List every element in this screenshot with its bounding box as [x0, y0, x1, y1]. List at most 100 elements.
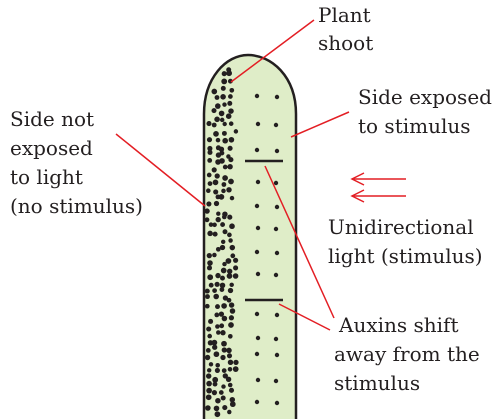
auxin-dot	[229, 88, 234, 93]
auxin-dot	[275, 313, 279, 317]
label-auxins-line-2: away from the	[334, 342, 480, 366]
auxin-dot	[214, 201, 219, 206]
auxin-dot	[205, 289, 210, 294]
auxin-dot	[229, 388, 234, 393]
auxin-dot	[220, 245, 225, 250]
auxin-dot	[207, 274, 213, 280]
auxin-dot	[206, 201, 211, 206]
auxin-dot	[207, 253, 212, 258]
auxin-dot	[206, 373, 211, 378]
auxin-dot	[228, 108, 234, 114]
auxin-dot	[228, 157, 233, 162]
auxin-dot	[228, 322, 234, 328]
auxin-dot	[207, 158, 212, 163]
auxin-dot	[228, 179, 234, 185]
auxin-dot	[207, 150, 212, 155]
auxin-dot	[213, 180, 219, 186]
auxin-dot	[234, 129, 238, 133]
auxin-dot	[229, 223, 235, 229]
auxin-dot	[230, 196, 234, 200]
label-plant-shoot-line-1: Plant	[318, 3, 371, 27]
auxin-dot	[211, 89, 217, 95]
auxin-dot	[207, 231, 213, 237]
auxin-dot	[221, 240, 225, 244]
auxin-dot	[214, 351, 220, 357]
auxin-dot	[230, 308, 236, 314]
auxin-dot	[256, 180, 260, 184]
auxin-dot	[219, 323, 224, 328]
auxin-dot	[228, 360, 233, 365]
auxin-dot	[255, 250, 259, 254]
label-auxins-line-3: stimulus	[334, 371, 420, 395]
auxin-dot	[212, 345, 217, 350]
auxin-dot	[227, 164, 232, 169]
auxin-dot	[228, 383, 233, 388]
label-plant-shoot-line-2: shoot	[318, 31, 373, 55]
auxin-dot	[207, 137, 212, 142]
auxin-dot	[275, 251, 279, 255]
label-side-exposed-line-1: Side exposed	[358, 85, 492, 109]
auxin-dot	[274, 181, 278, 185]
auxin-dot	[204, 208, 209, 213]
auxin-dot	[211, 108, 216, 113]
auxin-dot	[228, 238, 232, 242]
auxin-dot	[228, 146, 233, 151]
auxin-dot	[227, 410, 231, 414]
auxin-dot	[222, 131, 227, 136]
light-arrows	[352, 173, 406, 202]
auxin-dot	[226, 113, 232, 119]
auxin-dot	[274, 123, 278, 127]
auxin-dot	[215, 368, 220, 373]
auxin-dot	[228, 288, 233, 293]
auxin-dot	[221, 79, 227, 85]
auxin-dot	[255, 204, 259, 208]
auxin-dot	[221, 86, 226, 91]
auxin-dot	[275, 149, 279, 153]
auxin-dot	[226, 377, 231, 382]
label-side-not-exposed-line-4: (no stimulus)	[10, 194, 143, 218]
auxin-dot	[255, 400, 259, 404]
auxin-dot	[215, 273, 220, 278]
auxin-dot	[208, 319, 213, 324]
label-side-exposed-line-2: to stimulus	[358, 114, 471, 138]
auxin-dot	[219, 311, 224, 316]
plant-shoot	[204, 55, 296, 419]
auxin-dot	[256, 272, 260, 276]
auxin-dot	[255, 94, 259, 98]
auxin-dot	[222, 71, 227, 76]
auxin-dot	[223, 165, 228, 170]
auxin-dot	[222, 347, 227, 352]
auxin-dot	[205, 355, 210, 360]
auxin-dot	[214, 116, 220, 122]
auxin-dot	[226, 70, 232, 76]
auxin-dot	[222, 316, 228, 322]
auxin-dot	[233, 258, 238, 263]
label-auxins-line-1: Auxins shift	[338, 313, 458, 337]
auxin-dot	[206, 348, 211, 353]
auxin-dot	[256, 336, 260, 340]
auxin-dot	[215, 324, 220, 329]
auxin-dot	[216, 330, 221, 335]
auxin-dot	[216, 212, 220, 216]
auxin-dot	[213, 294, 219, 300]
auxin-dot	[215, 363, 220, 368]
light-arrow-2	[352, 190, 406, 202]
auxin-dot	[255, 312, 259, 316]
auxin-dot	[227, 298, 232, 303]
auxin-dot	[205, 304, 210, 309]
auxin-dot	[206, 394, 212, 400]
auxin-dot	[220, 355, 225, 360]
auxin-dot	[223, 122, 227, 126]
auxin-dot	[222, 368, 227, 373]
auxin-dot	[212, 167, 217, 172]
auxin-dot	[220, 118, 224, 122]
auxin-dot	[213, 232, 218, 237]
auxin-dot	[274, 227, 278, 231]
auxin-dot	[213, 382, 218, 387]
auxin-dot	[255, 352, 259, 356]
auxin-dot	[221, 384, 225, 388]
auxin-dot	[233, 265, 238, 270]
auxin-dot	[219, 151, 224, 156]
auxin-dot	[206, 188, 211, 193]
